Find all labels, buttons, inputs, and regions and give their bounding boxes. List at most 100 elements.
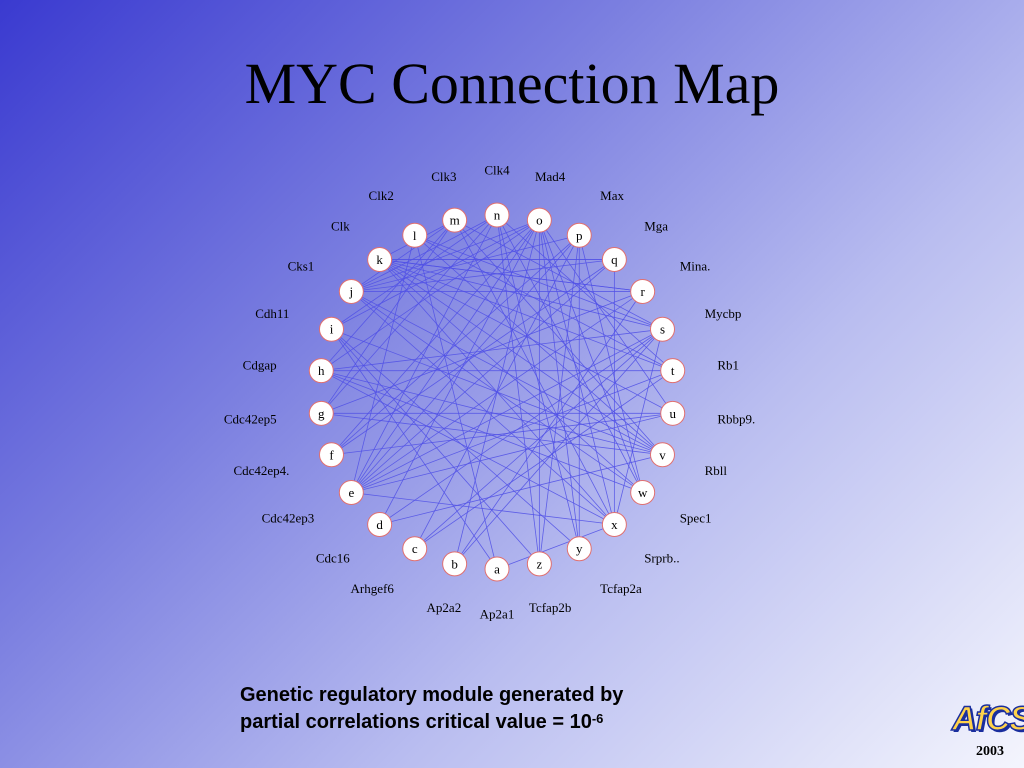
- edge-e-t: [351, 370, 673, 493]
- gene-label-p: Max: [600, 188, 624, 203]
- edge-l-a: [414, 235, 498, 570]
- edge-h-v: [321, 370, 663, 456]
- node-w: w: [630, 480, 656, 506]
- edge-n-y: [496, 214, 580, 549]
- gene-label-f: Cdc42ep4.: [233, 463, 289, 478]
- node-o: o: [526, 207, 552, 233]
- node-t: t: [660, 358, 686, 384]
- node-u: u: [660, 400, 686, 426]
- edge-b-s: [454, 328, 663, 565]
- edge-n-j: [351, 214, 498, 292]
- edge-c-t: [414, 370, 673, 550]
- edge-l-v: [414, 234, 663, 456]
- gene-label-k: Clk: [331, 218, 350, 233]
- edge-n-i: [331, 214, 498, 330]
- caption-line-1: Genetic regulatory module generated by: [240, 684, 624, 706]
- edge-j-w: [351, 291, 643, 493]
- gene-label-g: Cdc42ep5: [224, 411, 277, 426]
- caption-line-2: partial correlations critical value = 10…: [240, 709, 800, 736]
- afcs-logo: AfCS: [951, 699, 1024, 739]
- edge-p-e: [351, 235, 580, 493]
- node-letter-f: f: [329, 447, 334, 462]
- node-circle-z: [526, 551, 552, 577]
- node-f: f: [319, 442, 345, 468]
- node-a: a: [484, 556, 510, 582]
- node-j: j: [338, 278, 364, 304]
- edge-m-x: [454, 219, 615, 525]
- node-s: s: [649, 316, 675, 342]
- node-circle-x: [601, 511, 627, 537]
- gene-label-e: Cdc42ep3: [262, 511, 315, 526]
- edge-n-w: [496, 214, 644, 493]
- node-y: y: [566, 536, 592, 562]
- edge-x-o: [538, 220, 615, 525]
- node-letter-t: t: [671, 363, 675, 378]
- node-d: d: [367, 511, 393, 537]
- edge-q-j: [351, 259, 615, 292]
- node-circle-v: [649, 442, 675, 468]
- node-letter-q: q: [611, 252, 618, 267]
- node-circle-a: [484, 556, 510, 582]
- node-i: i: [319, 316, 345, 342]
- edge-r-g: [321, 291, 643, 414]
- node-letter-o: o: [536, 213, 543, 228]
- network-gene-labels: Ap2a1Ap2a2Arhgef6Cdc16Cdc42ep3Cdc42ep4.C…: [224, 163, 755, 622]
- gene-label-r: Mina.: [680, 258, 711, 273]
- edge-y-o: [538, 220, 580, 549]
- edge-l-s: [414, 234, 663, 330]
- node-g: g: [308, 400, 334, 426]
- edge-j-x: [351, 291, 615, 525]
- node-letter-i: i: [330, 322, 334, 337]
- edge-p-z: [538, 235, 580, 564]
- node-circle-s: [649, 316, 675, 342]
- edge-a-i: [331, 329, 498, 570]
- edge-o-j: [351, 219, 540, 292]
- edge-f-u: [331, 412, 673, 456]
- gene-label-w: Spec1: [680, 511, 712, 526]
- edge-n-g: [320, 214, 498, 414]
- edge-a-x: [496, 524, 615, 570]
- node-circle-p: [566, 222, 592, 248]
- node-letter-e: e: [348, 485, 354, 500]
- node-letter-u: u: [669, 406, 676, 421]
- edge-r-k: [379, 259, 643, 292]
- edge-o-h: [321, 219, 540, 371]
- node-letter-a: a: [494, 562, 500, 577]
- edge-p-f: [331, 234, 580, 456]
- edge-h-x: [321, 370, 615, 525]
- gene-label-o: Mad4: [535, 169, 566, 184]
- edge-q-f: [331, 259, 615, 456]
- gene-label-j: Cks1: [288, 258, 315, 273]
- node-k: k: [367, 247, 393, 273]
- node-m: m: [442, 207, 468, 233]
- edge-j-v: [351, 291, 663, 456]
- node-letter-m: m: [450, 213, 460, 228]
- edge-c-s: [414, 328, 663, 550]
- node-circle-w: [630, 480, 656, 506]
- node-letter-y: y: [576, 541, 583, 556]
- edge-e-u: [351, 412, 673, 493]
- edge-d-v: [379, 454, 663, 525]
- edge-b-r: [454, 291, 643, 565]
- gene-label-c: Arhgef6: [351, 581, 395, 596]
- node-letter-b: b: [451, 556, 458, 571]
- node-circle-h: [308, 358, 334, 384]
- node-c: c: [402, 536, 428, 562]
- node-h: h: [308, 358, 334, 384]
- edge-d-s: [379, 328, 663, 525]
- edge-g-v: [321, 412, 663, 456]
- edge-s-x: [613, 329, 663, 525]
- node-letter-x: x: [611, 517, 618, 532]
- node-circle-g: [308, 400, 334, 426]
- gene-label-l: Clk2: [369, 188, 394, 203]
- figure-caption: Genetic regulatory module generated by p…: [240, 682, 800, 736]
- slide-title: MYC Connection Map: [244, 51, 780, 116]
- edge-z-n: [496, 214, 540, 564]
- node-circle-d: [367, 511, 393, 537]
- node-circle-c: [402, 536, 428, 562]
- node-circle-b: [442, 551, 468, 577]
- edge-i-z: [331, 328, 540, 565]
- node-circle-y: [566, 536, 592, 562]
